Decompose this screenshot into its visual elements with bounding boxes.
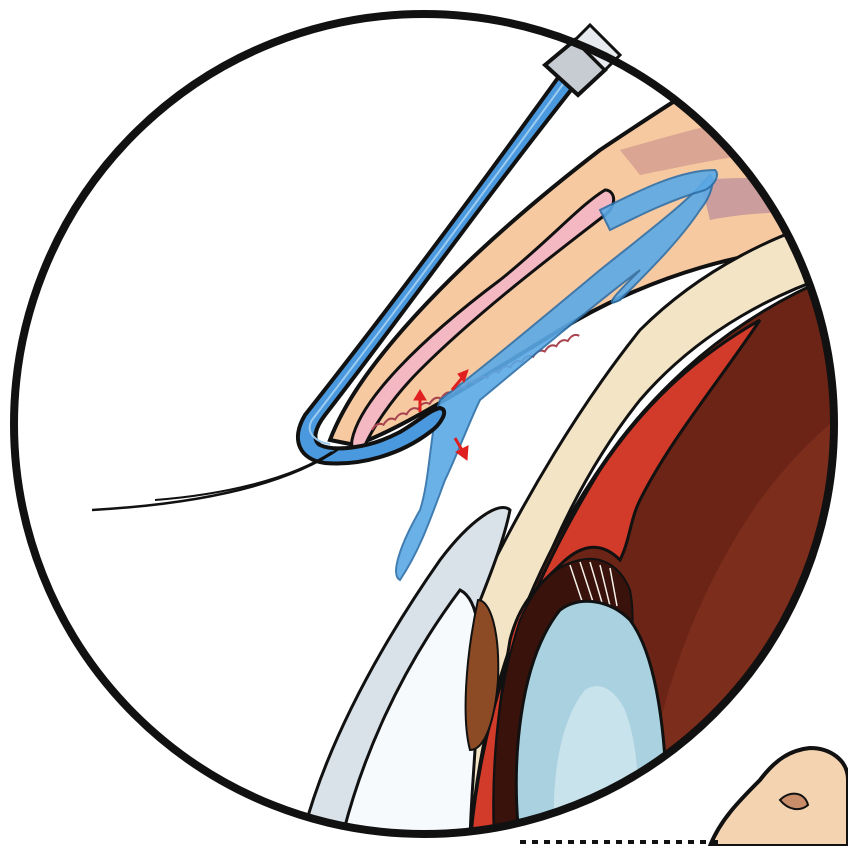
- nose-icon: [710, 748, 848, 846]
